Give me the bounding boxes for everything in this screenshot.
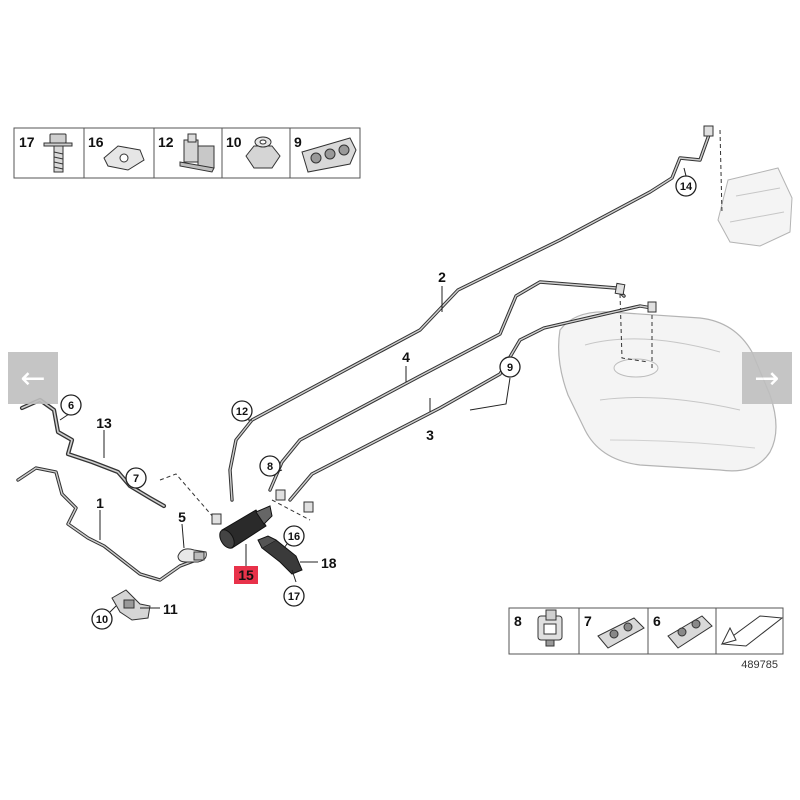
highlight-callout-15: 15 [234,566,258,584]
svg-text:10: 10 [96,614,108,626]
callout-5: 5 [178,509,186,525]
leader-lines [59,167,687,613]
legend-top: 17 16 12 10 9 [13,127,361,179]
legend-label-8: 8 [514,613,522,629]
hex-nut-icon [245,136,281,169]
callout-11: 11 [163,601,178,617]
legend-label-10: 10 [226,134,242,150]
legend-label-6: 6 [653,613,661,629]
svg-text:7: 7 [133,473,139,485]
legend-bottom: 8 7 6 [508,607,784,655]
fuel-tank [558,311,777,472]
legend-label-9: 9 [294,134,302,150]
legend-label-12: 12 [158,134,174,150]
callout-circled-8: 8 [259,455,281,477]
svg-text:15: 15 [238,567,254,583]
svg-text:14: 14 [680,181,693,193]
callout-4: 4 [402,349,410,365]
prev-image-button[interactable]: ← [8,352,58,404]
clip-icon [179,133,215,173]
bracket-18 [257,535,303,575]
svg-text:6: 6 [68,400,74,412]
arrow-left-icon: ← [20,360,46,396]
pipe-connectors [211,125,714,525]
callout-circled-9: 9 [499,356,521,378]
bolt-icon [43,133,73,173]
legend-label-17: 17 [19,134,35,150]
legend-label-16: 16 [88,134,104,150]
svg-text:12: 12 [236,406,248,418]
svg-text:8: 8 [267,461,273,473]
svg-text:16: 16 [288,531,300,543]
callout-circled-16: 16 [283,525,305,547]
clamp-5 [177,548,207,563]
callout-circled-7: 7 [125,467,147,489]
holder-11 [111,589,151,621]
pipe-holder-icon [301,137,357,173]
callout-circled-12: 12 [231,400,253,422]
callout-13: 13 [96,415,112,431]
callout-circled-6: 6 [60,394,82,416]
spring-nut-icon [103,145,145,171]
dashed-leaders [159,129,723,521]
clip-8-icon [537,609,563,647]
callout-1: 1 [96,495,104,511]
clip-6-icon [667,615,713,649]
filler-neck [717,167,793,247]
doc-number: 489785 [741,659,778,671]
callout-circled-14: 14 [675,175,697,197]
arrow-right-icon: → [754,360,780,396]
callout-3: 3 [426,427,434,443]
svg-text:17: 17 [288,591,300,603]
svg-text:9: 9 [507,362,513,374]
callout-2: 2 [438,269,446,285]
direction-arrow-icon [720,615,784,647]
callout-circled-17: 17 [283,585,305,607]
fuel-filter-15 [219,505,273,549]
legend-label-7: 7 [584,613,592,629]
callout-18: 18 [321,555,337,571]
next-image-button[interactable]: → [742,352,792,404]
callout-circled-10: 10 [91,608,113,630]
clip-7-icon [597,617,645,649]
